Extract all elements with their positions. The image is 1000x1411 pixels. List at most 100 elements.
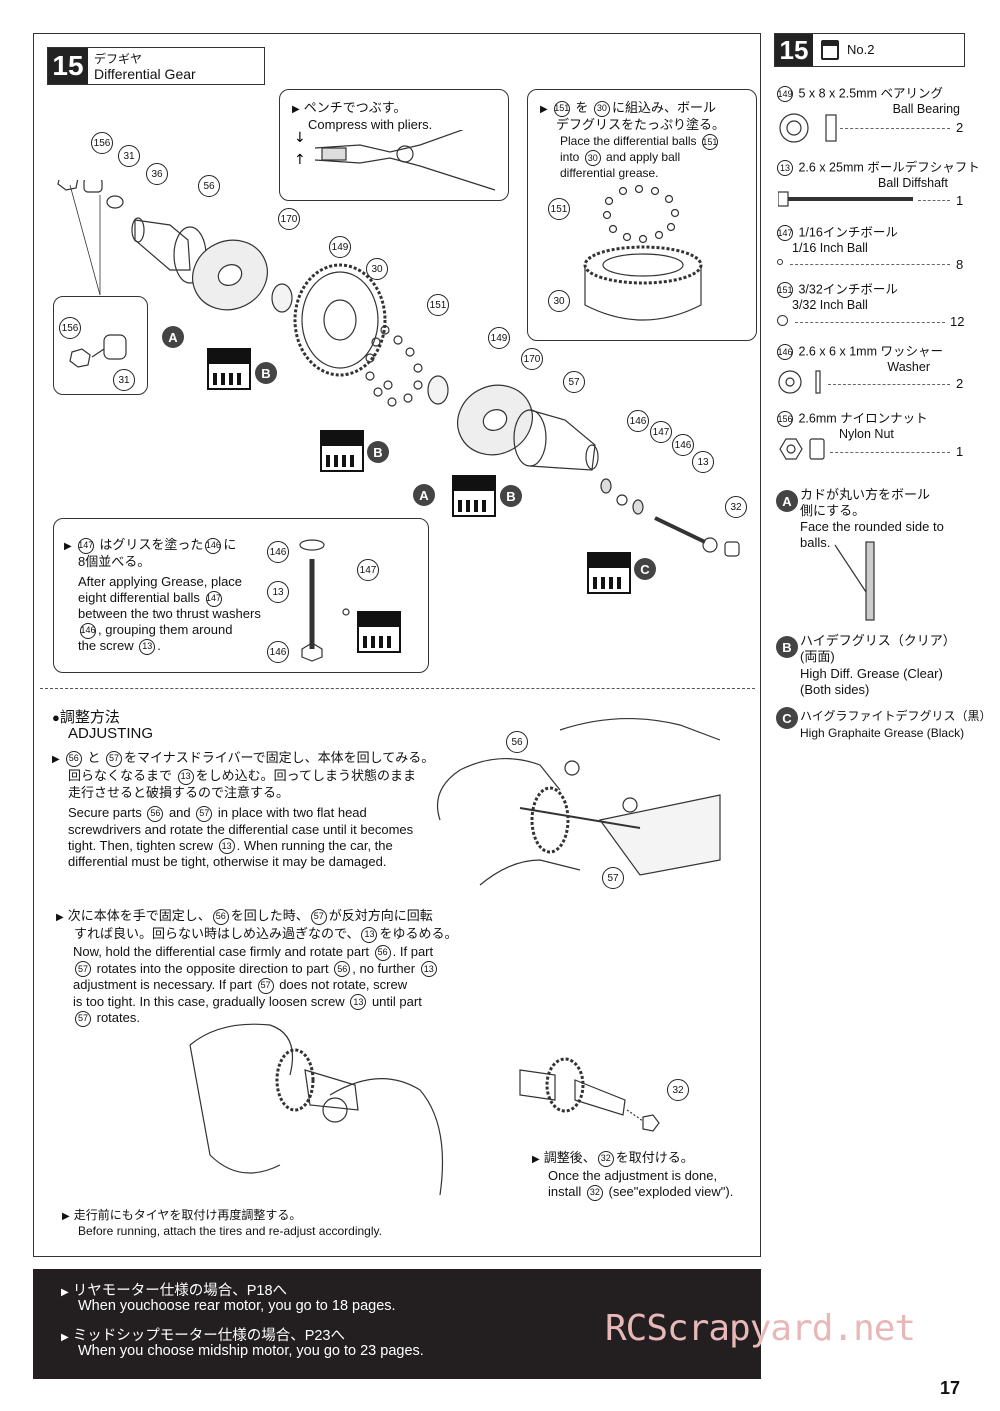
- bag-number: No.2: [847, 42, 875, 57]
- washer-en1: After applying Grease, place: [78, 574, 243, 589]
- ref-57b: 57: [196, 805, 213, 822]
- part-leader-146: [828, 384, 950, 385]
- part-qty-147: 8: [956, 257, 964, 272]
- balls-en2-text: and apply ball: [606, 150, 681, 165]
- badge-b-3: B: [500, 485, 522, 507]
- ref-13: 13: [139, 638, 156, 655]
- ref-57c: 57: [310, 908, 327, 925]
- ref-56b: 56: [147, 805, 164, 822]
- page-number: 17: [940, 1378, 961, 1398]
- legend-a-drawing: [834, 541, 875, 621]
- p1-en3: in place with two flat head: [217, 805, 367, 820]
- part-name-en-146: Washer: [887, 360, 930, 374]
- grease-b-3: [452, 475, 496, 517]
- p3-en1: Once the adjustment is done,: [548, 1168, 718, 1183]
- label-36: 36: [146, 163, 168, 185]
- balls-ja2: デフグリスをたっぷり塗る。: [556, 117, 726, 132]
- next-step-2-ja[interactable]: ミッドシップモーター仕様の場合、P23へ: [61, 1324, 345, 1345]
- p4-en: Before running, attach the tires and re-…: [78, 1224, 382, 1238]
- balls-ja1: に組込み、ボール: [611, 100, 716, 115]
- next-step-1-ja-text: リヤモーター仕様の場合、P18へ: [72, 1283, 288, 1299]
- adjust-illustration-1: [436, 717, 721, 886]
- part-spec-13: 2.6 x 25mm: [798, 160, 864, 175]
- ref-13a: 13: [177, 768, 194, 785]
- ref-30b: 30: [584, 150, 601, 166]
- next-step-2-ja-text: ミッドシップモーター仕様の場合、P23へ: [72, 1328, 346, 1344]
- next-step-box: リヤモーター仕様の場合、P18へ When youchoose rear mot…: [33, 1269, 761, 1379]
- illus3-label-32: 32: [667, 1079, 689, 1101]
- label-32: 32: [725, 496, 747, 518]
- part-name-ja-146: ワッシャー: [880, 344, 943, 359]
- label-31-detail: 31: [113, 369, 135, 391]
- label-147: 147: [650, 421, 672, 443]
- watermark: RCScrapyard.net: [605, 1308, 916, 1349]
- install-32-drawing: [519, 1057, 660, 1132]
- part-name-ja-149: ベアリング: [880, 86, 943, 101]
- washer-en5: the screw 13.: [78, 638, 161, 655]
- ref-146: 146: [205, 537, 222, 554]
- step-title-ja: デフギヤ: [94, 52, 143, 66]
- legend-b-ja: ハイデフグリス（クリア）(両面): [800, 633, 956, 664]
- label-147-callout: 147: [357, 559, 379, 581]
- pliers-callout: ペンチでつぶす。 Compress with pliers. ↓ ↑: [279, 89, 509, 201]
- p4-ja: 走行前にもタイヤを取付け再度調整する。: [73, 1208, 302, 1222]
- legend-a-en: Face the rounded side to balls.: [800, 519, 944, 550]
- label-170b: 170: [521, 348, 543, 370]
- nylon-nut-part: [57, 180, 79, 191]
- part-leader-149: [840, 128, 950, 129]
- p1-en5: tight. Then, tighten screw: [68, 837, 214, 853]
- adjusting-title-ja: ●調整方法: [52, 709, 120, 726]
- part-drawing-151: [777, 315, 788, 326]
- part-drawing-156: [779, 438, 825, 460]
- part-qty-151: 12: [950, 314, 965, 329]
- badge-c-1: C: [634, 558, 656, 580]
- svg-text:↓: ↓: [294, 130, 306, 146]
- part-qty-156: 1: [956, 444, 964, 459]
- label-151-callout: 151: [548, 198, 570, 220]
- illus1-label-57: 57: [602, 867, 624, 889]
- p3-ja: を取付ける。: [615, 1150, 694, 1165]
- ref-56e: 56: [334, 961, 351, 978]
- next-step-1-ja[interactable]: リヤモーター仕様の場合、P18へ: [61, 1279, 287, 1300]
- part-spec-156: 2.6mm: [798, 411, 837, 426]
- part-spec-149: 5 x 8 x 2.5mm: [798, 86, 877, 101]
- part-drawing-147: [777, 259, 783, 265]
- label-156: 156: [91, 132, 113, 154]
- part-drawing-146: [778, 370, 821, 394]
- screw-stack-drawing: [299, 539, 350, 662]
- p2-en3: rotates into the opposite direction to p…: [96, 960, 329, 976]
- p2-ja4: すれば良い。回らない時はしめ込み過ぎなので、: [74, 926, 360, 941]
- label-146a: 146: [627, 410, 649, 432]
- grease-b-2: [320, 430, 364, 472]
- p2-ja2: を回した時、: [230, 908, 309, 923]
- balls-en1: Place the differential balls 151: [560, 134, 720, 150]
- part-row-146: 146 2.6 x 6 x 1mm ワッシャー Washer: [775, 344, 970, 375]
- next-step-2-en: When you choose midship motor, you go to…: [78, 1343, 424, 1359]
- ref-32b: 32: [586, 1184, 603, 1201]
- balls-en1-text: Place the differential balls: [560, 134, 697, 149]
- adjusting-title-ja-text: 調整方法: [59, 709, 120, 726]
- p2-ja5: をゆるめる。: [379, 926, 458, 941]
- illus1-label-56: 56: [506, 731, 528, 753]
- p2-en2: . If part: [392, 944, 434, 959]
- part-leader-151: [795, 322, 945, 323]
- ref-57f: 57: [75, 1010, 91, 1027]
- grease-c-1: [587, 552, 631, 594]
- ref-147: 147: [77, 537, 94, 554]
- ref-30: 30: [593, 100, 610, 117]
- part-id-13: 13: [777, 160, 793, 176]
- part-id-156: 156: [777, 411, 793, 427]
- outdrive-57-part: [513, 409, 599, 471]
- part-name-ja-151: インチボール: [822, 282, 898, 297]
- bag-icon: [821, 40, 839, 60]
- part-id-151: 151: [777, 282, 793, 298]
- grease-b-callout: [357, 611, 401, 653]
- label-13-callout: 13: [267, 581, 289, 603]
- part-name-en-13: Ball Diffshaft: [878, 176, 948, 190]
- label-149b: 149: [488, 327, 510, 349]
- diff-balls-ring: [365, 325, 423, 407]
